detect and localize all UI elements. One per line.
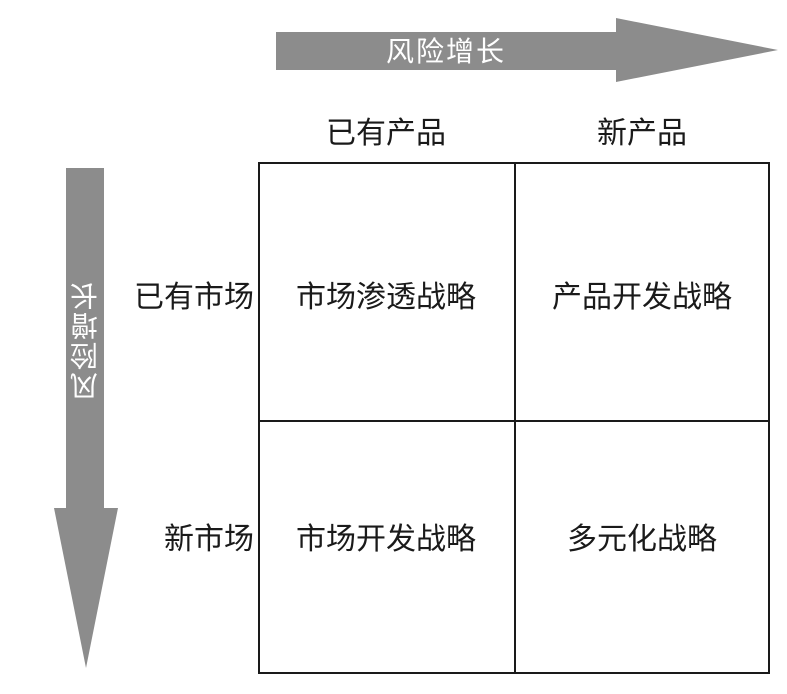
vertical-risk-arrow xyxy=(54,168,118,668)
horizontal-arrow-label: 风险增长 xyxy=(385,35,506,68)
grid-vertical-divider xyxy=(514,164,516,672)
horizontal-risk-arrow xyxy=(276,18,778,82)
column-header-new-product: 新产品 xyxy=(597,116,687,151)
cell-diversification: 多元化战略 xyxy=(567,522,717,557)
vertical-arrow-label: 风险增长 xyxy=(69,280,102,400)
cell-market-penetration: 市场渗透战略 xyxy=(296,280,476,315)
cell-market-development: 市场开发战略 xyxy=(296,522,476,557)
row-header-existing-market: 已有市场 xyxy=(134,280,254,315)
ansoff-matrix-grid xyxy=(258,162,770,674)
cell-product-development: 产品开发战略 xyxy=(552,280,732,315)
grid-horizontal-divider xyxy=(260,420,768,422)
column-header-existing-product: 已有产品 xyxy=(326,116,446,151)
row-header-new-market: 新市场 xyxy=(164,522,254,557)
